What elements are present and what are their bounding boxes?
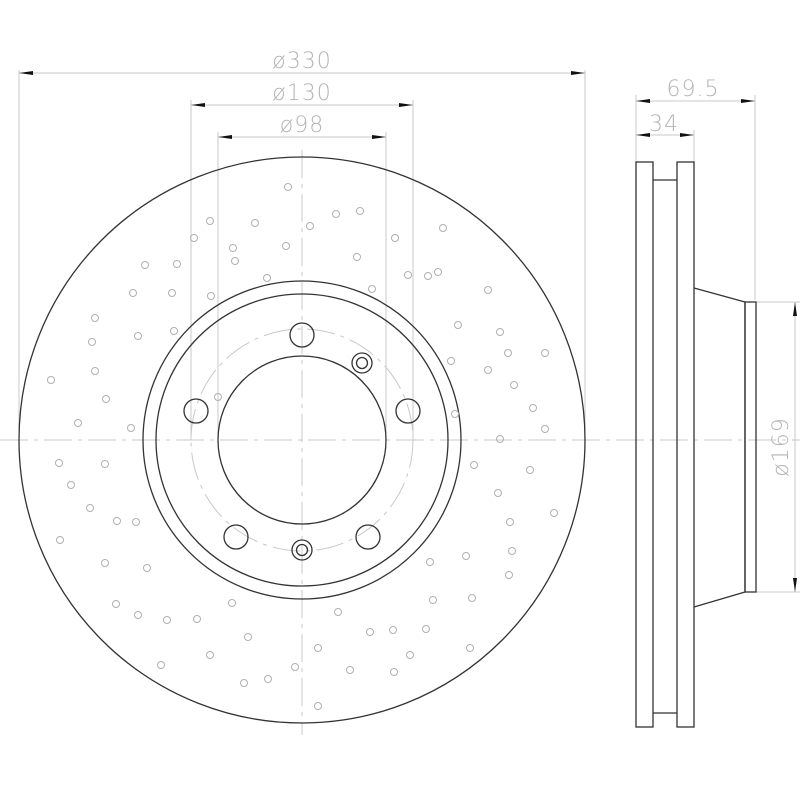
hat-profile [693, 287, 746, 608]
bolt-hole-icon [395, 398, 421, 424]
friction-ring-thickness-label: 34 [649, 112, 679, 137]
friction-plate-inner [676, 161, 695, 728]
dimension-center-bore: ø98 [217, 113, 387, 440]
side-view [635, 161, 757, 728]
bolt-hole-icon [355, 524, 381, 550]
bolt-hole-icon [223, 524, 249, 550]
bolt-holes [183, 322, 421, 550]
locating-hole-icon [295, 543, 309, 557]
locating-hole-icon [355, 356, 369, 370]
dimension-hat-diameter: ø169 [756, 301, 800, 593]
drilled-holes [47, 183, 558, 710]
dimension-bolt-circle: ø130 [190, 81, 414, 440]
disc-outer-edge [18, 156, 586, 724]
hat-flange [744, 301, 757, 593]
bolt-circle [190, 328, 414, 552]
locating-hole-icon [351, 352, 373, 374]
dimension-total-height: 69.5 [635, 77, 756, 300]
locating-holes [291, 352, 373, 561]
dimension-friction-ring-thickness: 34 [636, 112, 695, 162]
center-bore-label: ø98 [280, 113, 324, 138]
outer-diameter-label: ø330 [272, 49, 331, 74]
friction-plate-outer [635, 161, 654, 728]
center-bore [217, 355, 387, 525]
bolt-circle-label: ø130 [272, 81, 331, 106]
front-view [0, 150, 800, 735]
bolt-hole-icon [183, 398, 209, 424]
locating-hole-icon [291, 539, 313, 561]
total-height-label: 69.5 [667, 77, 720, 102]
bolt-hole-icon [289, 322, 315, 348]
hub-outer-ring [142, 280, 462, 600]
hub-inner-ring [155, 293, 449, 587]
dimension-outer-diameter: ø330 [18, 49, 586, 440]
hat-diameter-label: ø169 [769, 417, 794, 476]
